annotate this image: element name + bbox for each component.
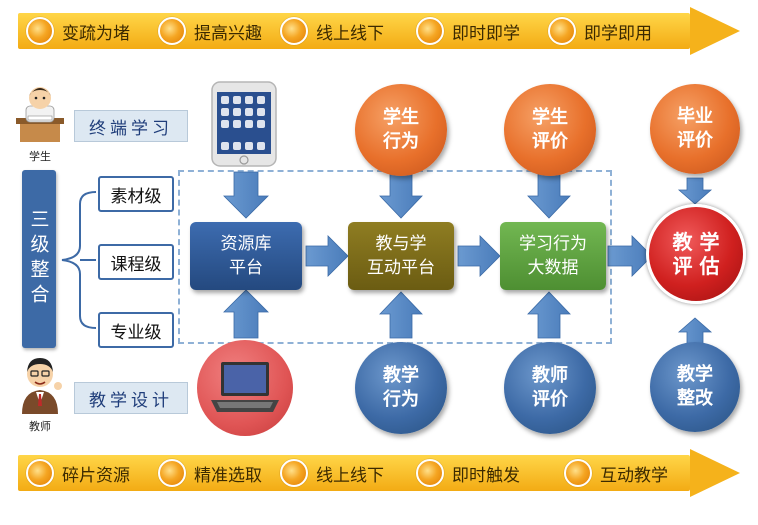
three-level-integration-bar: 三级整合	[22, 170, 56, 348]
banner-item: 变疏为堵	[26, 13, 130, 49]
orange-dot-icon	[280, 17, 308, 45]
student-evaluation-circle: 学生 评价	[504, 84, 596, 176]
orange-dot-icon	[416, 17, 444, 45]
arrow-down	[677, 177, 713, 205]
arrow-right	[305, 235, 349, 277]
orange-dot-icon	[416, 459, 444, 487]
banner-item: 精准选取	[158, 455, 262, 491]
student-figure-icon	[16, 87, 64, 142]
top-banner-arrow: 变疏为堵 提高兴趣 线上线下 即时即学 即学即用	[18, 7, 740, 55]
banner-item: 线上线下	[280, 455, 384, 491]
teacher-caption: 教师	[29, 420, 51, 433]
teacher-evaluation-circle: 教师 评价	[504, 342, 596, 434]
arrow-up	[379, 291, 423, 339]
teaching-assessment-circle: 教 学 评 估	[646, 204, 746, 304]
banner-item: 碎片资源	[26, 455, 130, 491]
level-major: 专业级	[98, 312, 174, 348]
teacher-label: 教学设计	[74, 382, 188, 414]
level-course: 课程级	[98, 244, 174, 280]
orange-dot-icon	[26, 17, 54, 45]
orange-dot-icon	[564, 459, 592, 487]
teaching-reform-circle: 教学 整改	[650, 342, 740, 432]
orange-dot-icon	[548, 17, 576, 45]
student-behavior-circle: 学生 行为	[355, 84, 447, 176]
learning-bigdata-node: 学习行为 大数据	[500, 222, 606, 290]
smartphone-icon	[211, 81, 277, 167]
orange-dot-icon	[158, 17, 186, 45]
teaching-behavior-circle: 教学 行为	[355, 342, 447, 434]
banner-item: 线上线下	[280, 13, 384, 49]
graduate-evaluation-circle: 毕业 评价	[650, 84, 740, 174]
banner-item: 互动教学	[564, 455, 668, 491]
bottom-banner-arrow: 碎片资源 精准选取 线上线下 即时触发 互动教学	[18, 449, 740, 497]
arrow-up	[527, 291, 571, 339]
arrow-right	[607, 235, 653, 277]
arrow-right	[457, 235, 501, 277]
orange-dot-icon	[280, 459, 308, 487]
brace-icon	[61, 191, 97, 329]
laptop-icon	[211, 362, 279, 412]
orange-dot-icon	[26, 459, 54, 487]
banner-item: 即时即学	[416, 13, 520, 49]
arrow-up	[677, 317, 713, 345]
arrow-down	[527, 171, 571, 219]
arrow-down	[379, 171, 423, 219]
teacher-figure-icon	[22, 358, 62, 414]
student-label: 终端学习	[74, 110, 188, 142]
banner-item: 提高兴趣	[158, 13, 262, 49]
arrow-up	[223, 289, 269, 339]
level-material: 素材级	[98, 176, 174, 212]
student-caption: 学生	[29, 150, 51, 163]
banner-item: 即时触发	[416, 455, 520, 491]
banner-item: 即学即用	[548, 13, 652, 49]
resource-platform-node: 资源库 平台	[190, 222, 302, 290]
laptop-badge	[197, 340, 293, 436]
orange-dot-icon	[158, 459, 186, 487]
interactive-platform-node: 教与学 互动平台	[348, 222, 454, 290]
arrow-down	[223, 171, 269, 219]
